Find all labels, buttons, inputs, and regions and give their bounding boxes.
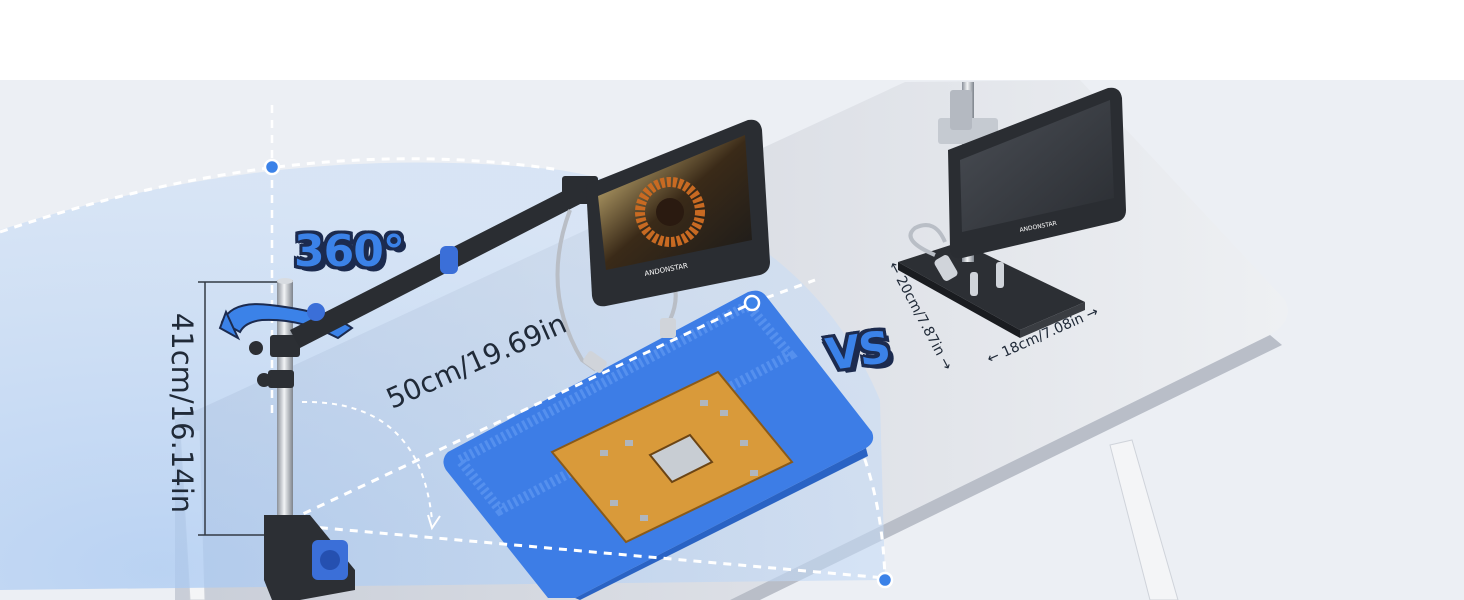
measure-marker-icon bbox=[263, 158, 281, 176]
lower-collar bbox=[268, 370, 294, 388]
rotation-badge: 360° bbox=[294, 226, 405, 277]
measure-marker-icon bbox=[876, 571, 894, 589]
table-leg-right bbox=[1109, 439, 1179, 600]
gooseneck-light-left bbox=[555, 209, 598, 372]
screen-coil bbox=[635, 177, 705, 247]
reach-arc-top bbox=[0, 157, 561, 234]
compact-gooseneck bbox=[908, 223, 947, 257]
extension-arm bbox=[290, 185, 588, 348]
mat-edge bbox=[575, 448, 868, 600]
reach-line-bottom bbox=[289, 523, 886, 580]
angle-arrow-head bbox=[427, 514, 441, 531]
stand-height-label: 41cm/16.14in bbox=[165, 312, 200, 514]
arm-knob-1 bbox=[307, 303, 325, 321]
versus-badge: VS bbox=[822, 321, 893, 382]
measure-marker-icon bbox=[743, 294, 761, 312]
pcb-chip bbox=[648, 433, 714, 484]
arm-knob-2 bbox=[440, 246, 458, 274]
reach-line-main bbox=[289, 301, 753, 522]
arm-collar bbox=[270, 335, 300, 357]
pcb-components bbox=[600, 400, 758, 521]
guide-line-right bbox=[751, 278, 816, 305]
compact-monitor-screen bbox=[960, 100, 1114, 232]
pole-cap bbox=[277, 278, 293, 284]
mat-grid bbox=[452, 298, 798, 517]
